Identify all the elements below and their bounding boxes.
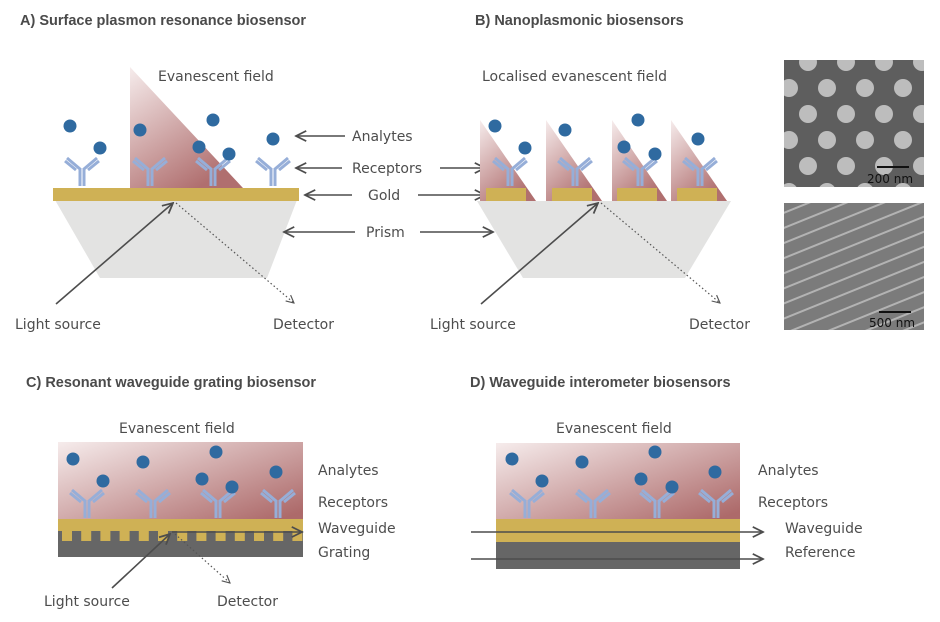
reference-layer	[496, 542, 740, 569]
analytes-label: Analytes	[318, 463, 379, 479]
waveguide-label: Waveguide	[318, 521, 396, 537]
sem-image-gratings: 500 nm	[784, 203, 924, 330]
receptors-label: Receptors	[318, 495, 388, 511]
sem-image-nanodisks: 200 nm	[784, 60, 924, 187]
localised-fields	[480, 120, 727, 201]
sem-bottom-scale-label: 500 nm	[869, 316, 915, 330]
grating-tooth	[100, 531, 111, 541]
waveguide-layer	[58, 519, 303, 531]
light-source-beam	[480, 203, 598, 305]
waveguide-label: Waveguide	[785, 521, 863, 537]
panel-b-field-label: Localised evanescent field	[482, 69, 667, 85]
evanescent-field	[58, 442, 303, 519]
gold-label: Gold	[368, 188, 400, 204]
light-source-label: Light source	[15, 317, 101, 333]
detector-label: Detector	[689, 317, 750, 333]
prism	[55, 200, 297, 278]
evanescent-field	[496, 443, 740, 519]
grating-tooth	[177, 531, 188, 541]
light-source-beam	[55, 203, 173, 305]
prism-label: Prism	[366, 225, 405, 241]
receptors-label: Receptors	[758, 495, 828, 511]
panel-b-title: B) Nanoplasmonic biosensors	[475, 13, 684, 29]
analytes	[66, 445, 283, 494]
panel-c-field-label: Evanescent field	[119, 421, 235, 437]
grating-layer	[58, 531, 303, 557]
reference-label: Reference	[785, 545, 856, 561]
receptors-label: Receptors	[352, 161, 422, 177]
panel-c-title: C) Resonant waveguide grating biosensor	[26, 375, 316, 391]
detector-beam	[174, 533, 230, 583]
grating-tooth	[119, 531, 130, 541]
panel-d-field-label: Evanescent field	[556, 421, 672, 437]
panel-b: B) Nanoplasmonic biosensors Localised ev…	[430, 13, 924, 333]
grating-tooth	[81, 531, 92, 541]
light-source-label: Light source	[44, 594, 130, 610]
detector-label: Detector	[273, 317, 334, 333]
panel-c: C) Resonant waveguide grating biosensor …	[26, 375, 396, 610]
light-source-beam	[111, 534, 170, 589]
grating-label: Grating	[318, 545, 370, 561]
grating-tooth	[254, 531, 264, 541]
panel-d-title: D) Waveguide interometer biosensors	[470, 375, 731, 391]
gold-layer	[53, 188, 299, 201]
waveguide-layer	[496, 519, 740, 542]
panel-a-field-label: Evanescent field	[158, 69, 274, 85]
analytes	[488, 113, 705, 161]
analytes	[505, 445, 722, 494]
analytes-label: Analytes	[758, 463, 819, 479]
panel-d: D) Waveguide interometer biosensors Evan…	[470, 375, 863, 569]
grating-tooth	[62, 531, 72, 541]
panel-a-title: A) Surface plasmon resonance biosensor	[20, 13, 306, 29]
evanescent-field	[130, 67, 243, 188]
detector-label: Detector	[217, 594, 278, 610]
analytes-label: Analytes	[352, 129, 413, 145]
grating-tooth	[138, 531, 149, 541]
grating-tooth	[234, 531, 245, 541]
analytes	[63, 113, 280, 161]
prism	[477, 201, 731, 278]
detector-beam	[175, 202, 294, 303]
light-source-label: Light source	[430, 317, 516, 333]
panel-a: A) Surface plasmon resonance biosensor E…	[15, 13, 422, 333]
grating-tooth	[273, 531, 284, 541]
grating-tooth	[215, 531, 226, 541]
sem-top-scale-label: 200 nm	[867, 172, 913, 186]
shared-label-arrows	[418, 168, 493, 232]
grating-tooth	[196, 531, 207, 541]
gold-nanostructures	[486, 188, 717, 201]
